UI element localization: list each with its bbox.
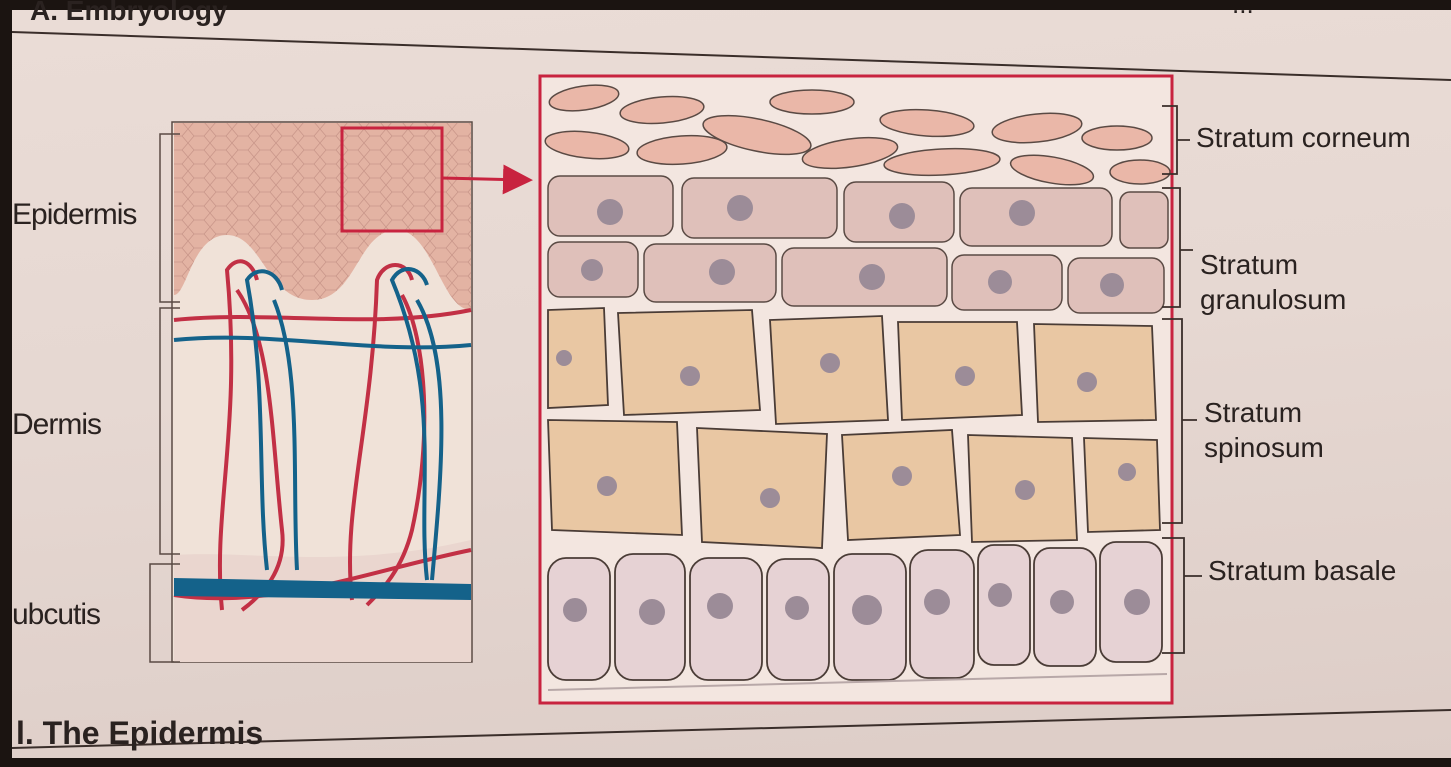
skin-section-panel: [172, 122, 527, 662]
magnified-epidermis-panel: [540, 76, 1172, 703]
label-stratum-granulosum-2: granulosum: [1200, 285, 1346, 316]
zoom-arrow: [442, 178, 527, 180]
label-stratum-basale: Stratum basale: [1208, 556, 1396, 587]
label-stratum-corneum: Stratum corneum: [1196, 123, 1411, 154]
label-subcutis: ubcutis: [12, 598, 100, 631]
top-rule: [12, 32, 1451, 80]
label-stratum-spinosum-1: Stratum: [1204, 398, 1302, 429]
label-epidermis: Epidermis: [12, 198, 136, 231]
label-stratum-spinosum-2: spinosum: [1204, 433, 1324, 464]
label-dermis: Dermis: [12, 408, 101, 441]
textbook-page: A. Embryology ...: [12, 10, 1451, 758]
figure-caption: l. The Epidermis: [16, 716, 263, 751]
label-stratum-granulosum-1: Stratum: [1200, 250, 1298, 281]
